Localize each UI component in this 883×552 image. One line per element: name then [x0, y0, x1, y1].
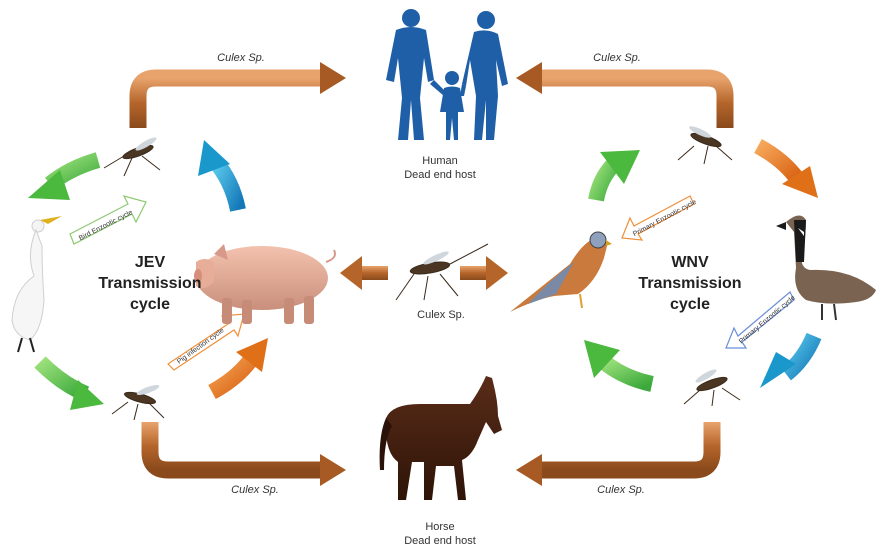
- wnv-title-line1: WNV: [630, 252, 750, 273]
- human-name: Human: [380, 154, 500, 168]
- vector-label-top-left: Culex Sp.: [196, 52, 286, 64]
- jev-title-line2: Transmission: [90, 273, 210, 294]
- mosquito-top-right: [678, 124, 732, 164]
- arrow-green-egret-down: [40, 362, 104, 410]
- arrow-bottom-left-to-horse: [150, 422, 346, 486]
- jev-title-line1: JEV: [90, 252, 210, 273]
- wnv-title-line3: cycle: [630, 294, 750, 315]
- arrow-bottom-right-to-horse: [516, 422, 712, 486]
- horse-illustration: [380, 376, 502, 500]
- human-caption: Human Dead end host: [380, 154, 500, 182]
- human-family-silhouette: [386, 9, 508, 140]
- arrow-top-left-to-human: [138, 62, 346, 128]
- wnv-title-line2: Transmission: [630, 273, 750, 294]
- vector-label-center: Culex Sp.: [396, 308, 486, 322]
- arrow-top-right-to-human: [516, 62, 725, 128]
- horse-name: Horse: [380, 520, 500, 534]
- arrow-green-to-kestrel: [596, 150, 640, 200]
- jev-cycle-title: JEV Transmission cycle: [90, 252, 210, 315]
- arrow-orange-to-goose: [758, 146, 818, 198]
- arrow-green-to-kestrel-bottom: [584, 340, 652, 384]
- vector-label-bottom-right: Culex Sp.: [576, 484, 666, 496]
- horse-role: Dead end host: [380, 534, 500, 548]
- arrow-orange-to-pig: [212, 338, 268, 392]
- kestrel-illustration: [510, 232, 612, 312]
- mosquito-bottom-left: [112, 383, 164, 420]
- wnv-cycle-title: WNV Transmission cycle: [630, 252, 750, 315]
- vector-label-top-right: Culex Sp.: [572, 52, 662, 64]
- vector-label-bottom-left: Culex Sp.: [210, 484, 300, 496]
- arrow-center-to-kestrel: [460, 256, 508, 290]
- human-role: Dead end host: [380, 168, 500, 182]
- arrow-green-to-egret: [28, 160, 98, 200]
- horse-caption: Horse Dead end host: [380, 520, 500, 548]
- arrow-blue-goose-down: [760, 336, 814, 388]
- mosquito-bottom-right: [684, 367, 740, 406]
- arrow-blue-egret-up: [198, 140, 238, 210]
- pig-illustration: [194, 244, 335, 324]
- arrow-center-to-pig: [340, 256, 388, 290]
- egret-illustration: [12, 216, 62, 352]
- jev-title-line3: cycle: [90, 294, 210, 315]
- mosquito-top-left: [104, 135, 160, 176]
